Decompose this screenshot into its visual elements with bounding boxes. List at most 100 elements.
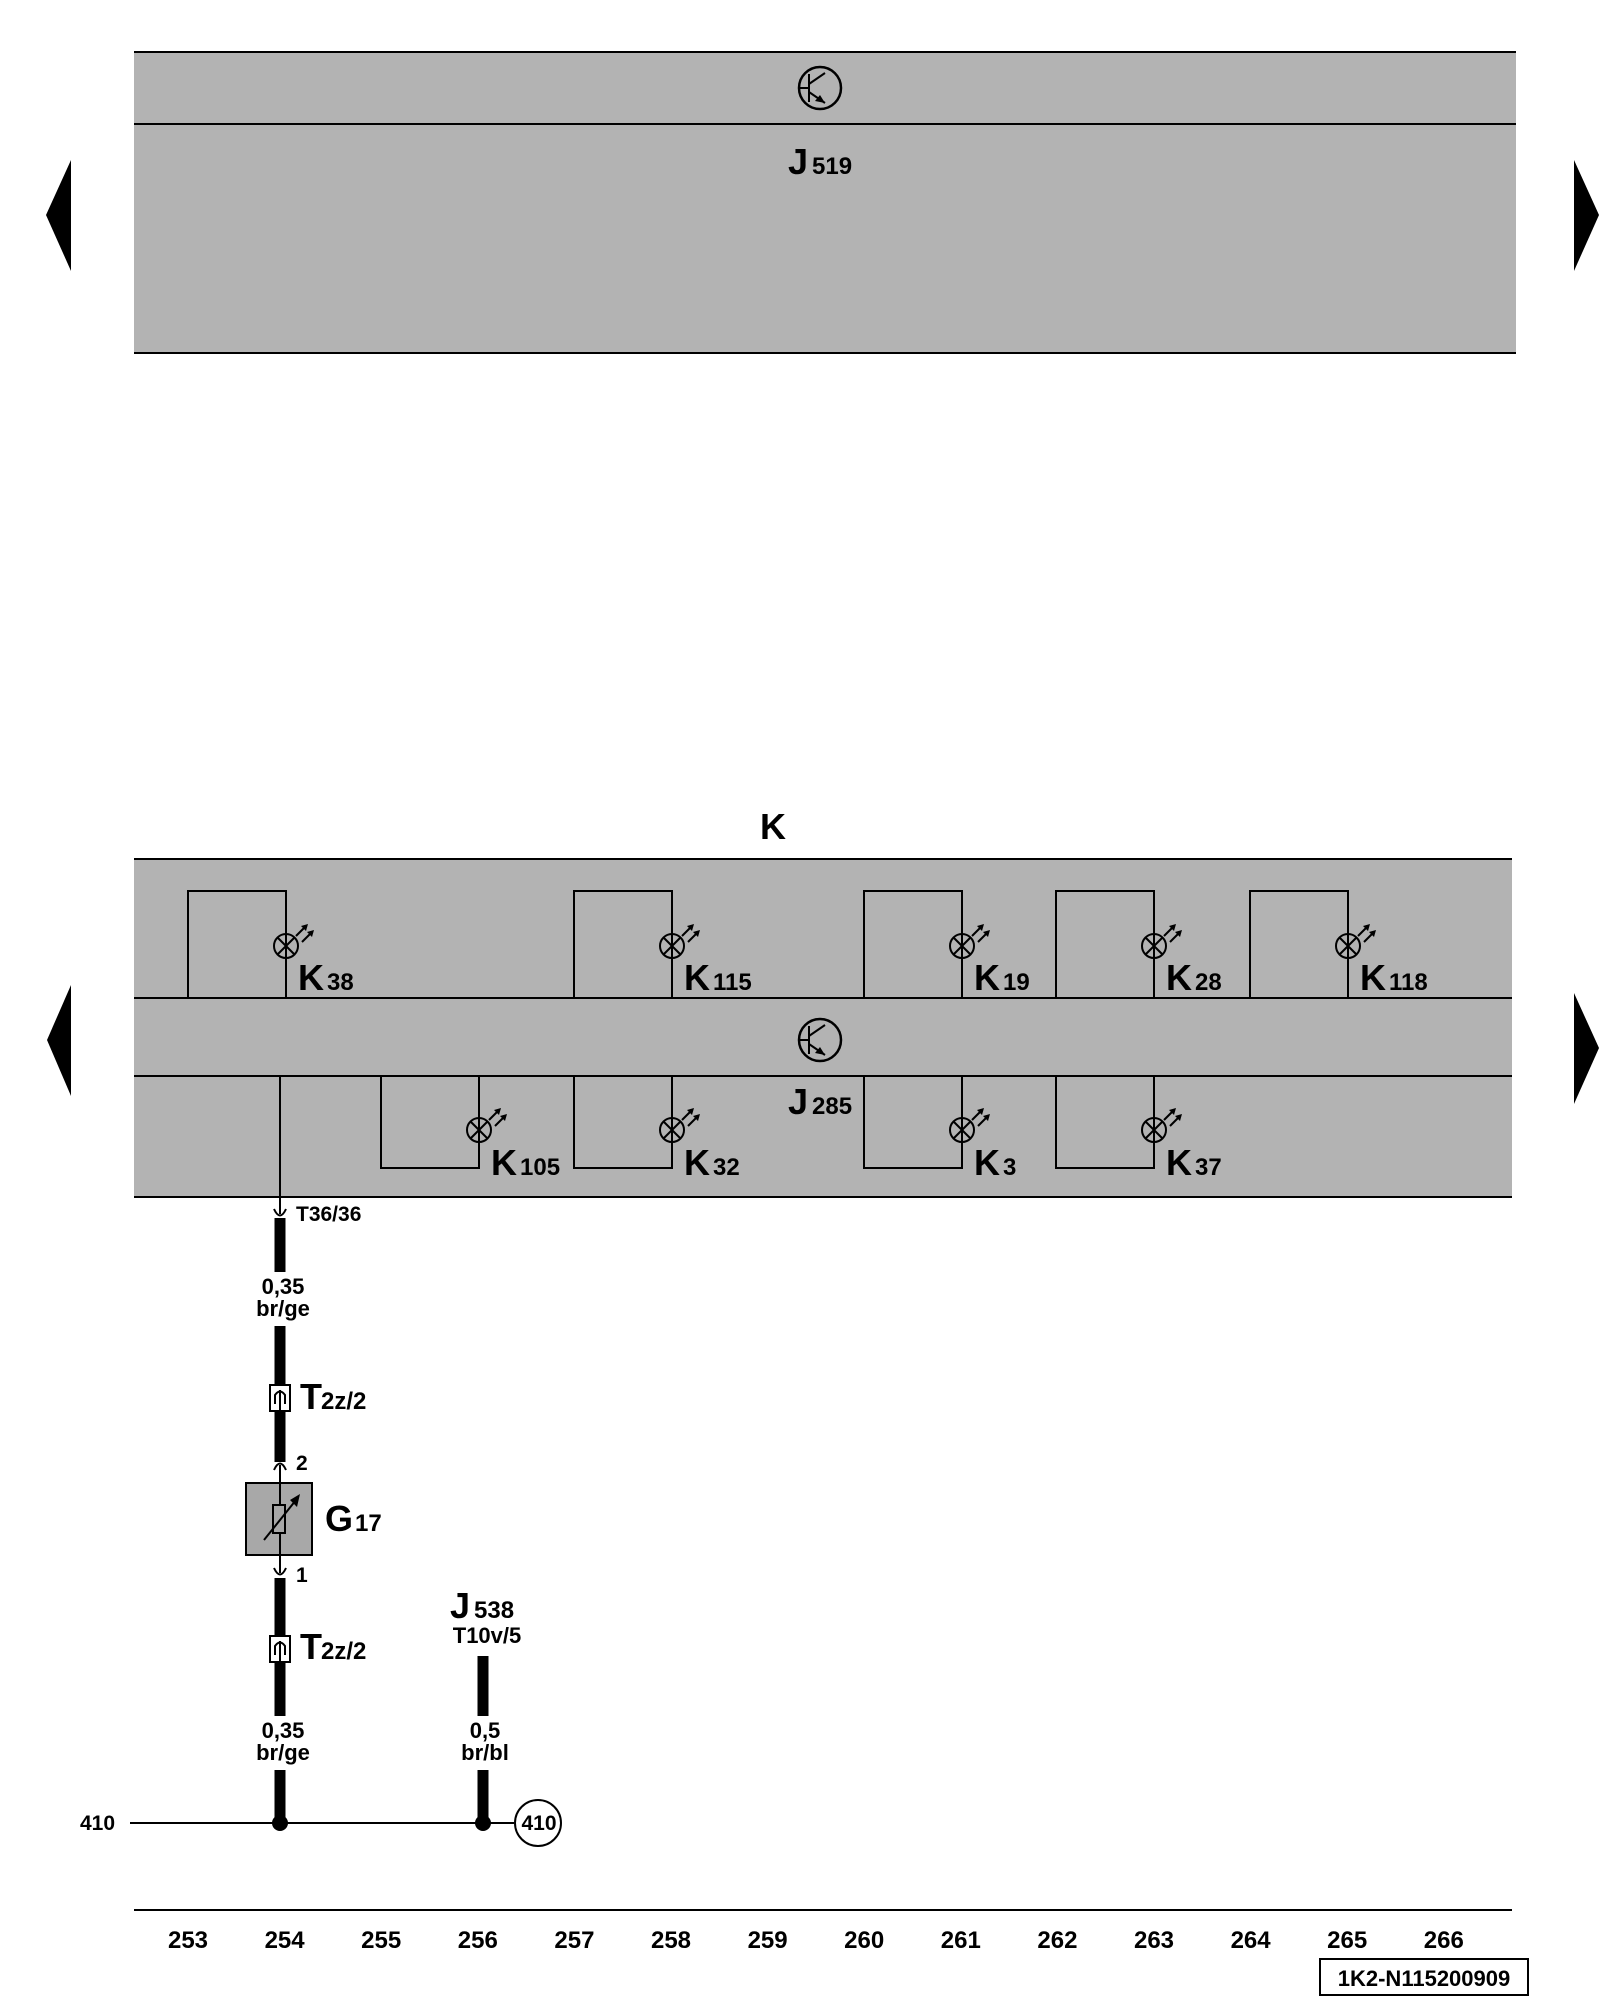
plug-upper-letter: T xyxy=(300,1376,322,1417)
wire-a-color: br/ge xyxy=(256,1296,310,1321)
lamp-k28-sub: 28 xyxy=(1195,969,1222,996)
plug-upper-label: T2z/2 xyxy=(300,1376,366,1417)
lamp-k3-sub: 3 xyxy=(1003,1154,1016,1181)
lamp-k105-letter: K xyxy=(491,1142,517,1183)
svg-text:K19: K19 xyxy=(974,957,1030,998)
lamp-k28-letter: K xyxy=(1166,957,1192,998)
column-number: 257 xyxy=(554,1927,594,1954)
plug-connector-icon xyxy=(269,1635,291,1663)
wire-b-color: br/ge xyxy=(256,1740,310,1765)
ground-ref-label[interactable]: 410 xyxy=(521,1812,556,1835)
j519-letter: J xyxy=(788,141,808,182)
column-number: 266 xyxy=(1424,1927,1464,1954)
doc-id: 1K2-N115200909 xyxy=(1338,1966,1510,1991)
pin-connector-icon xyxy=(273,1462,287,1471)
cluster-panel xyxy=(134,859,1512,1197)
svg-text:K28: K28 xyxy=(1166,957,1222,998)
prev-page-arrow-bottom[interactable] xyxy=(47,985,71,1096)
column-number: 258 xyxy=(651,1927,691,1954)
svg-text:K32: K32 xyxy=(684,1142,740,1183)
wire-c-color: br/bl xyxy=(461,1740,509,1765)
lamp-k38-letter: K xyxy=(298,957,324,998)
j538-sub: 538 xyxy=(474,1597,514,1624)
j519-sub: 519 xyxy=(812,153,852,180)
lamp-k19-letter: K xyxy=(974,957,1000,998)
wire-c-size: 0,5 xyxy=(470,1718,501,1743)
ground-ref-circle-icon[interactable] xyxy=(514,1799,562,1847)
svg-text:K37: K37 xyxy=(1166,1142,1222,1183)
lamp-k38-sub: 38 xyxy=(327,969,354,996)
lamp-k3-letter: K xyxy=(974,1142,1000,1183)
lamp-k115-sub: 115 xyxy=(713,969,752,996)
column-number: 255 xyxy=(361,1927,401,1954)
svg-text:K3: K3 xyxy=(974,1142,1016,1183)
cluster-title: K xyxy=(760,806,786,847)
bulb-icon xyxy=(1141,1108,1182,1143)
junction-dot-icon xyxy=(475,1815,491,1831)
j519-panel xyxy=(134,52,1516,353)
sensor-circuit: T36/36 0,35 br/ge T2z/2 2 G17 1 xyxy=(245,1197,382,1826)
next-page-arrow-bottom[interactable] xyxy=(1574,993,1599,1104)
bulb-icon xyxy=(1141,924,1182,959)
lamp-k115-letter: K xyxy=(684,957,710,998)
sensor-sub: 17 xyxy=(355,1510,382,1537)
ground-left-label: 410 xyxy=(80,1812,115,1835)
bulb-icon xyxy=(949,1108,990,1143)
j285-sub: 285 xyxy=(812,1093,852,1120)
lamp-k37-sub: 37 xyxy=(1195,1154,1222,1181)
column-number: 256 xyxy=(458,1927,498,1954)
j285-letter: J xyxy=(788,1081,808,1122)
doc-id-box xyxy=(1319,1958,1529,1996)
temperature-sensor-icon xyxy=(245,1482,313,1556)
column-number: 263 xyxy=(1134,1927,1174,1954)
column-number: 253 xyxy=(168,1927,208,1954)
j538-connector-label: T10v/5 xyxy=(453,1623,522,1648)
pin-connector-icon xyxy=(273,1208,287,1217)
column-number: 265 xyxy=(1327,1927,1367,1954)
bulb-icon xyxy=(1335,924,1376,959)
lamp-k32-sub: 32 xyxy=(713,1154,740,1181)
plug-lower-letter: T xyxy=(300,1626,322,1667)
lamp-k105-sub: 105 xyxy=(520,1154,560,1181)
next-page-arrow-top[interactable] xyxy=(1574,160,1599,271)
bulb-icon xyxy=(273,924,314,959)
j285-electronics-icon xyxy=(797,1017,843,1063)
plug-lower-label: T2z/2 xyxy=(300,1626,366,1667)
svg-text:K38: K38 xyxy=(298,957,354,998)
column-number: 259 xyxy=(748,1927,788,1954)
plug-connector-icon xyxy=(269,1384,291,1412)
bulb-icon xyxy=(659,924,700,959)
lamp-k32-letter: K xyxy=(684,1142,710,1183)
ground-bus: 410 410 xyxy=(80,1799,562,1847)
column-number: 264 xyxy=(1231,1927,1272,1954)
sensor-letter: G xyxy=(325,1498,353,1539)
lamp-k118-sub: 118 xyxy=(1389,969,1428,996)
plug-lower-sub: 2z/2 xyxy=(321,1638,366,1665)
lamp-k118-letter: K xyxy=(1360,957,1386,998)
j519-electronics-icon xyxy=(797,65,843,111)
column-number: 260 xyxy=(844,1927,884,1954)
pin-2-label: 2 xyxy=(296,1452,308,1475)
prev-page-arrow-top[interactable] xyxy=(46,160,71,271)
lamp-k37-letter: K xyxy=(1166,1142,1192,1183)
column-number: 261 xyxy=(941,1927,981,1954)
j538-letter: J xyxy=(450,1585,470,1626)
lamp-k19-sub: 19 xyxy=(1003,969,1030,996)
